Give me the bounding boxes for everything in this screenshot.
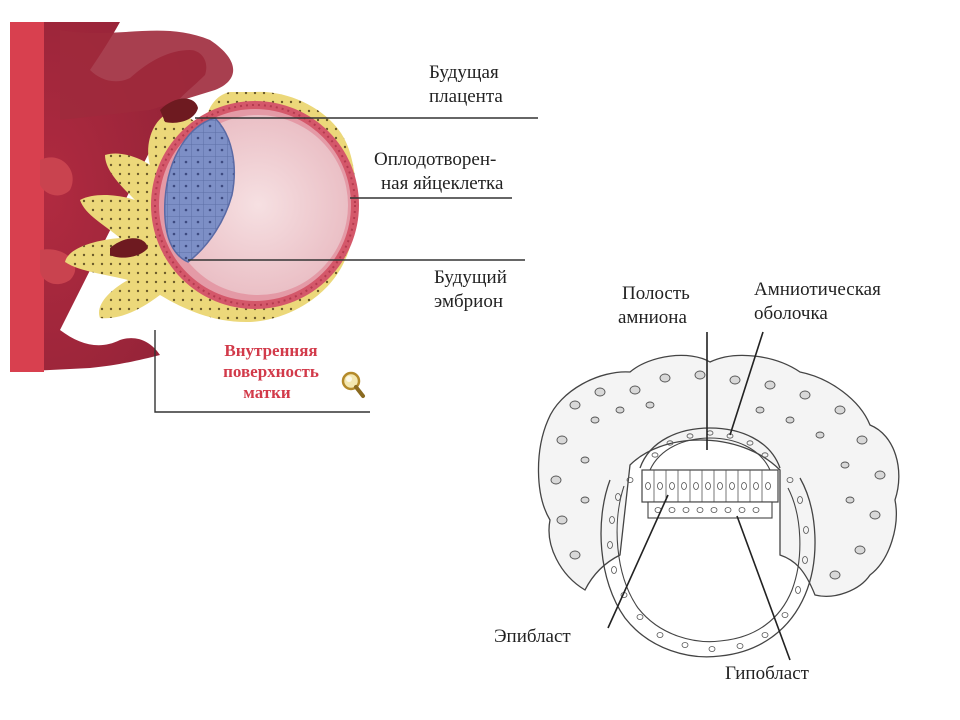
label-epiblast: Эпибласт — [494, 626, 571, 647]
epiblast-layer — [641, 469, 779, 503]
label-amnion-cavity-2: амниона — [618, 307, 687, 328]
uterus-lobe — [60, 30, 234, 120]
hypoblast-layer — [647, 501, 773, 519]
label-inner-uterus-1: Внутренняя — [224, 341, 318, 360]
label-future-placenta-1: Будущая — [429, 62, 499, 83]
uterus-lobe — [40, 249, 76, 285]
label-future-placenta-2: плацента — [429, 86, 503, 107]
label-amnion-cavity-1: Полость — [622, 283, 690, 304]
trophoblast-mass — [537, 354, 900, 597]
label-amniotic-membrane-1: Амниотическая — [754, 279, 881, 300]
ring-cells — [607, 477, 809, 652]
epiblast-cells — [645, 470, 771, 502]
label-fertilized-egg-1: Оплодотворен- — [374, 149, 497, 170]
blastocyst-dots-ring — [154, 104, 356, 306]
leader-epiblast — [607, 494, 669, 629]
label-hypoblast: Гипобласт — [725, 663, 809, 684]
amniotic-membrane-inner — [649, 437, 771, 471]
label-inner-uterus-2: поверхность — [223, 362, 319, 381]
label-future-embryo-1: Будущий — [434, 267, 507, 288]
leader-amniotic-membrane — [729, 331, 764, 436]
cytotrophoblast-ring — [600, 477, 816, 658]
leader-hypoblast — [736, 515, 791, 661]
blood-lacuna — [110, 238, 148, 258]
blood-lacuna — [160, 98, 198, 123]
magnifier-icon[interactable] — [340, 370, 366, 400]
label-amniotic-membrane-2: оболочка — [754, 303, 828, 324]
uterus-edge — [10, 22, 44, 372]
amniotic-membrane — [639, 427, 781, 469]
uterus-lobe — [40, 157, 73, 196]
cytotrophoblast-ring-inner — [616, 485, 801, 643]
label-future-embryo-2: эмбрион — [434, 291, 504, 312]
embryo-disc — [163, 117, 235, 263]
label-fertilized-egg-2: ная яйцеклетка — [381, 173, 504, 194]
label-inner-uterus: Внутренняя поверхность матки — [196, 340, 346, 403]
hypoblast-cells — [654, 507, 760, 513]
label-inner-uterus-3: матки — [243, 383, 291, 402]
trophoblast-nuclei — [550, 370, 886, 580]
